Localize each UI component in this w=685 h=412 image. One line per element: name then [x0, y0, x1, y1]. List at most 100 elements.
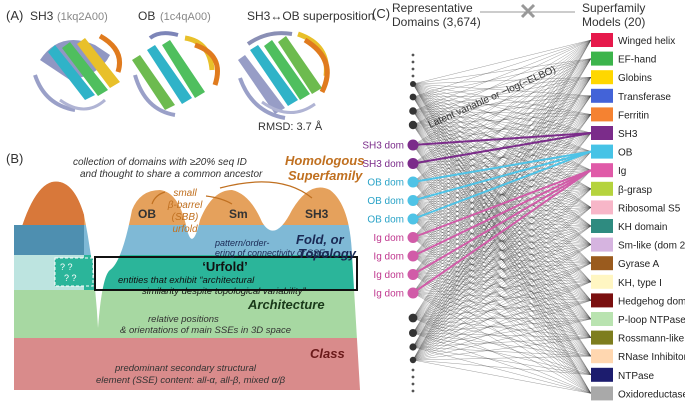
fold-desc1: pattern/order-	[214, 238, 269, 248]
superfamily-label: Ribosomal S5	[618, 203, 681, 214]
sbb-line1: small	[173, 188, 197, 199]
superfamily-swatch	[591, 51, 613, 66]
domain-node-unlabeled	[408, 120, 418, 130]
edge	[412, 39, 592, 146]
domain-node	[407, 250, 419, 262]
arch-desc1: relative positions	[148, 314, 219, 325]
edge	[412, 346, 592, 375]
domain-label: Ig dom	[373, 270, 404, 281]
edge	[412, 110, 592, 320]
superfamily-swatch	[591, 163, 613, 178]
fold-line2: Topology	[298, 246, 357, 261]
highlight-edge	[412, 150, 592, 220]
domain-node-unlabeled	[409, 107, 417, 115]
cross-icon	[520, 3, 536, 19]
edge	[412, 77, 592, 319]
edge	[412, 83, 592, 115]
edge	[412, 170, 592, 361]
domain-node	[407, 232, 419, 243]
domain-node-unlabeled	[411, 74, 415, 78]
edge	[412, 132, 592, 361]
urfold-desc1: entities that exhibit “architectural	[118, 275, 255, 286]
domain-label: Ig dom	[373, 289, 404, 300]
domain-node	[407, 176, 419, 188]
right-header-line1: Superfamily	[582, 1, 645, 15]
superfamily-swatch	[591, 367, 613, 382]
edge	[412, 39, 592, 126]
edge	[412, 317, 592, 394]
edge	[412, 225, 592, 361]
edge	[412, 244, 592, 294]
edge	[412, 281, 592, 348]
edge	[412, 207, 592, 334]
edge	[412, 244, 592, 348]
domain-node	[407, 287, 419, 299]
fold-desc2: ering of connectivity of SSEs	[215, 248, 330, 258]
edge	[412, 83, 592, 96]
edge	[412, 39, 592, 334]
superfamily-swatch	[591, 219, 613, 233]
edge	[412, 110, 592, 338]
panel-a: (A) SH3 (1kq2A00) OB (1c4qA00) SH3↔OB su…	[6, 8, 374, 133]
left-header-line1: Representative	[392, 1, 473, 15]
edge	[412, 96, 592, 171]
edge	[412, 318, 592, 334]
superfamily-swatch	[591, 200, 613, 215]
sh3-id: (1kq2A00)	[57, 11, 108, 23]
edge	[412, 96, 592, 227]
superfamily-label: OB	[618, 148, 633, 159]
edge	[412, 332, 592, 375]
superfamily-label: β-grasp	[618, 185, 653, 196]
edge	[412, 58, 592, 98]
superfamily-label: Oxidoreductase	[618, 389, 685, 400]
left-header-line2: Domains (3,674)	[392, 15, 481, 29]
highlight-edge	[412, 150, 592, 202]
edge	[412, 225, 592, 334]
left-fold-block	[14, 225, 84, 255]
domain-label: Ig dom	[373, 252, 404, 263]
superfamily-label: Rossmann-like	[618, 334, 685, 345]
domain-label: SH3 dom	[362, 159, 404, 170]
urfold-title: ‘Urfold’	[202, 259, 248, 274]
edge	[412, 151, 592, 361]
sbb-arrow-sm	[205, 195, 233, 205]
edge	[412, 292, 592, 320]
superfamily-label: SH3	[618, 129, 638, 140]
superfamily-swatch	[591, 293, 613, 308]
superfamily-label: Gyrase A	[618, 259, 659, 270]
edge	[412, 188, 592, 361]
edge	[412, 292, 592, 357]
edge	[412, 300, 592, 348]
edge	[412, 170, 592, 348]
sbb-line4: urfold	[172, 224, 197, 235]
superfamily-label: Ferritin	[618, 110, 649, 121]
edge	[412, 188, 592, 294]
edge	[412, 110, 592, 282]
domain-node-unlabeled	[409, 356, 417, 364]
edge	[412, 96, 592, 189]
edge	[412, 110, 592, 245]
edge	[412, 359, 592, 394]
edge	[412, 132, 592, 348]
edge	[412, 188, 592, 348]
edge	[412, 170, 592, 334]
superfamily-label: Globins	[618, 73, 652, 84]
edge	[412, 58, 592, 85]
edge	[412, 77, 592, 361]
edge	[412, 110, 592, 375]
edge	[412, 39, 592, 112]
superfamily-label: KH, type I	[618, 278, 662, 289]
highlight-edge	[412, 150, 592, 183]
superfamily-label: Transferase	[618, 92, 671, 103]
domain-node	[407, 139, 419, 151]
edge	[412, 58, 592, 361]
edge	[412, 337, 592, 361]
class-desc2: element (SSE) content: all-α, all-β, mix…	[96, 375, 286, 386]
edge	[412, 346, 592, 357]
domain-node-unlabeled	[410, 81, 416, 87]
edge	[412, 95, 592, 294]
domain-node-unlabeled	[411, 67, 415, 71]
edge	[412, 83, 592, 152]
panel-c-label: (C)	[372, 6, 390, 21]
edge	[412, 110, 592, 264]
